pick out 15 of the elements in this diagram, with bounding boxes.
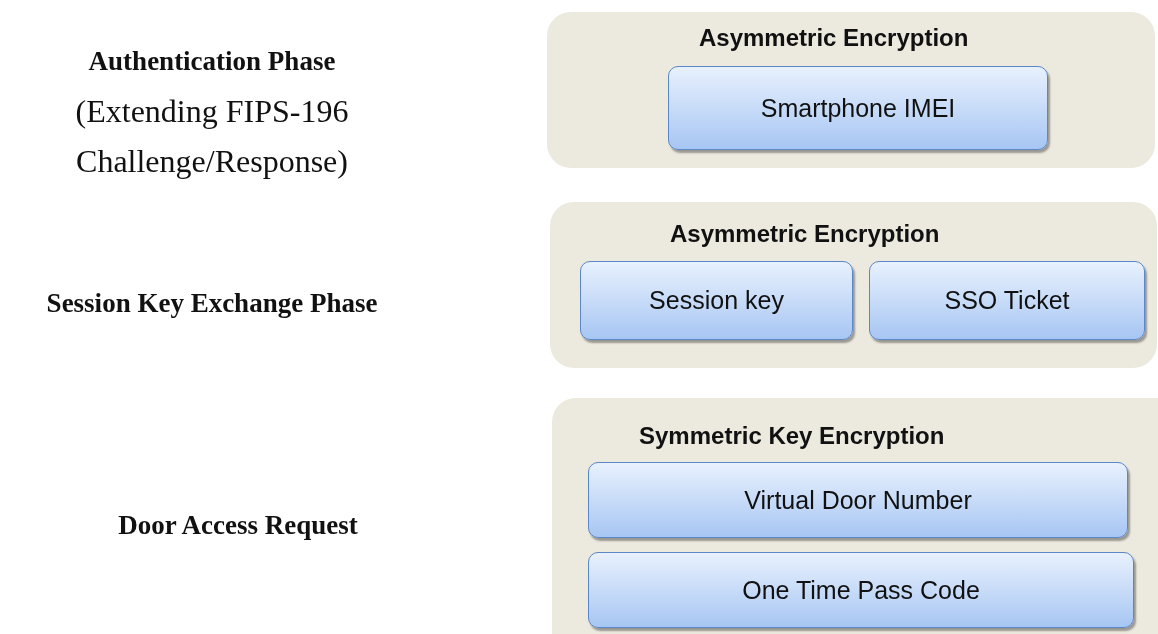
panel-heading: Symmetric Key Encryption (639, 422, 945, 450)
item-box: Session key (580, 261, 853, 340)
panel-heading: Asymmetric Encryption (699, 24, 969, 52)
item-box: One Time Pass Code (588, 552, 1134, 628)
panel-heading: Asymmetric Encryption (670, 220, 940, 248)
item-box: SSO Ticket (869, 261, 1145, 340)
group-panel (547, 12, 1155, 168)
phase-label: (Extending FIPS-196 Challenge/Response) (74, 92, 350, 181)
group-panel (550, 202, 1157, 368)
item-box: Smartphone IMEI (668, 66, 1048, 150)
phase-label: Authentication Phase (87, 46, 337, 76)
item-box: Virtual Door Number (588, 462, 1128, 538)
group-panel (552, 398, 1158, 634)
phase-label: Session Key Exchange Phase (45, 288, 379, 318)
phase-label: Door Access Request (117, 510, 359, 540)
